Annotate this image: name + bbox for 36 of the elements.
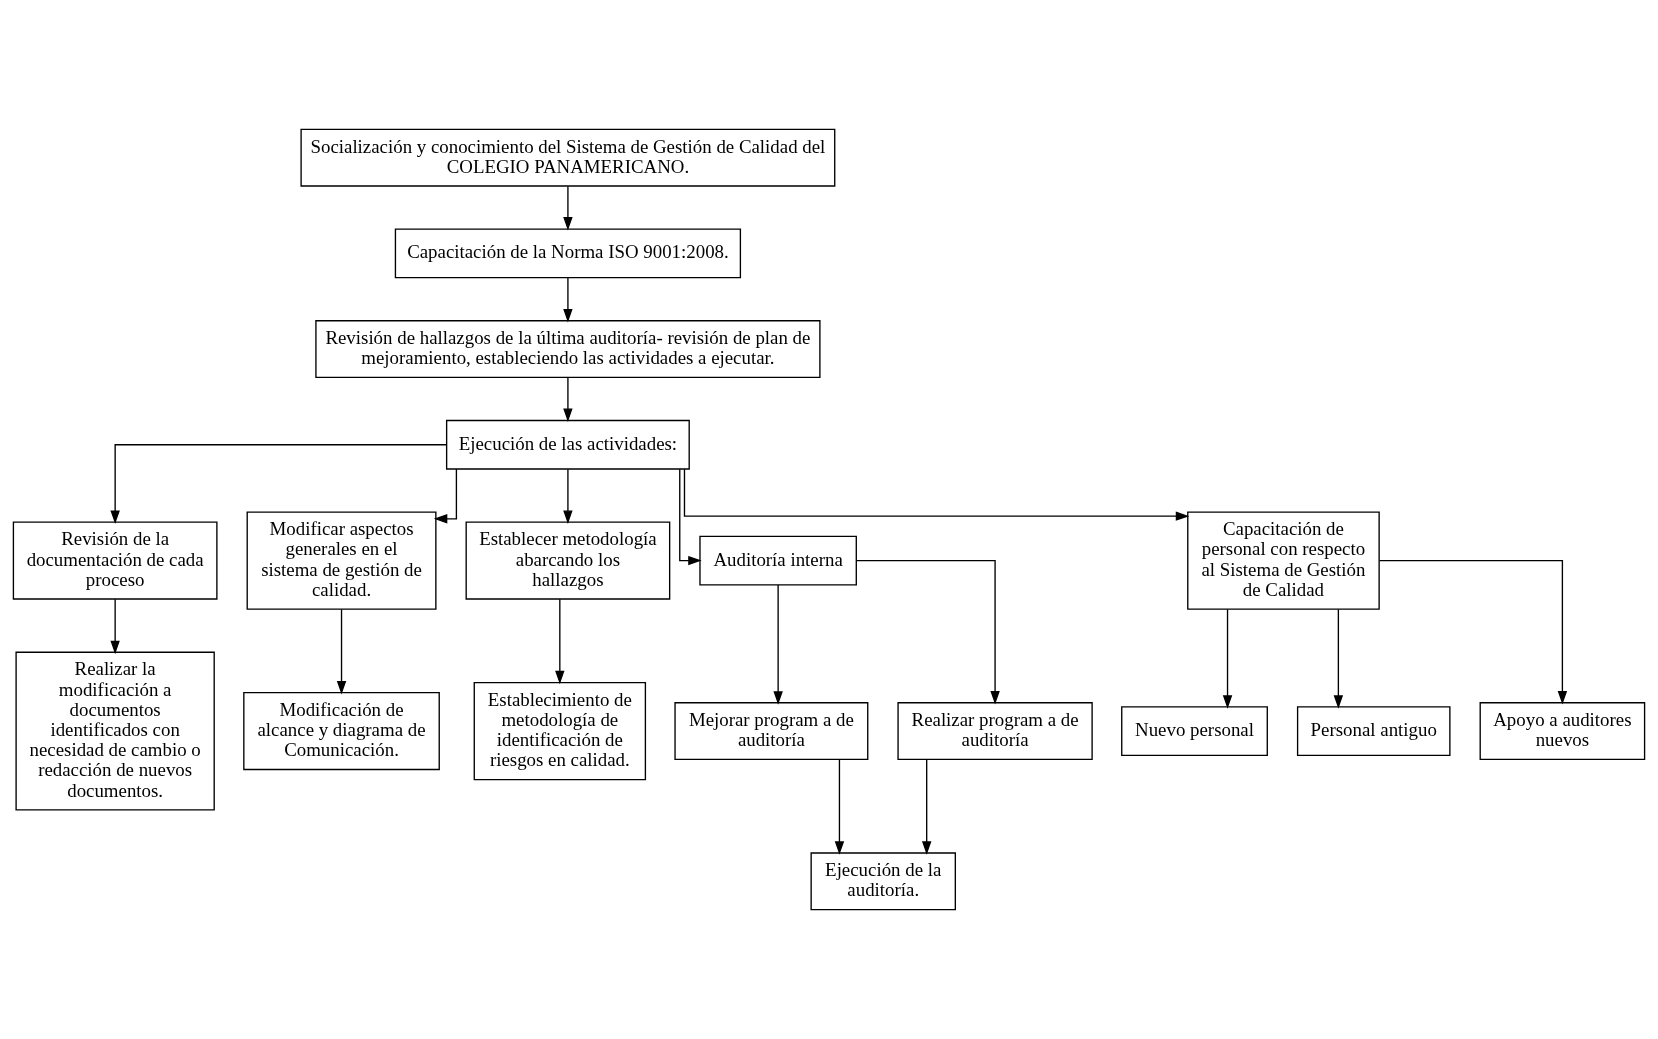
arrow — [110, 444, 448, 525]
node-box: Establecimiento de metodología de identificación de riesgos en calidad. — [473, 681, 647, 781]
node-box: Realizar program a de auditoría — [897, 702, 1093, 761]
node-box: Ejecución de la auditoría. — [810, 852, 956, 911]
node-box: Apoyo a auditores nuevos — [1479, 702, 1646, 761]
arrow — [563, 277, 573, 323]
arrow — [563, 185, 573, 231]
arrow — [563, 468, 573, 524]
arrow — [336, 608, 347, 695]
node-box: Ejecución de las actividades: — [445, 419, 690, 470]
node-box: Establecer metodología abarcando los hallazgos — [465, 521, 671, 600]
arrow — [679, 468, 702, 566]
arrow — [433, 468, 458, 524]
node-box: Socialización y conocimiento del Sistema de Gestión de Calidad del COLEGIO PANAMERICANO. — [300, 128, 836, 187]
node-box: Mejorar program a de auditoría — [674, 702, 869, 761]
node-box: Personal antiguo — [1296, 706, 1451, 756]
node-box: Realizar la modificación a documentos identificados con necesidad de cambio o redacción de nuevos documentos. — [15, 651, 215, 811]
node-box: Modificar aspectos generales en el sistema de gestión de calidad. — [246, 511, 437, 610]
node-box: Capacitación de personal con respecto al Sistema de Gestión de Calidad — [1187, 511, 1380, 610]
node-box: Capacitación de la Norma ISO 9001:2008. — [394, 228, 742, 279]
arrow — [563, 377, 573, 422]
node-box: Revisión de hallazgos de la última auditoría- revisión de plan de mejoramiento, estableciendo las actividades a ejecutar. — [315, 320, 821, 378]
arrow — [1378, 559, 1568, 705]
arrow — [834, 759, 845, 855]
node-box: Nuevo personal — [1121, 706, 1268, 756]
node-box: Auditoría interna — [699, 535, 857, 586]
arrow — [110, 598, 120, 655]
arrow — [773, 584, 783, 705]
arrow — [1333, 608, 1344, 709]
arrow — [1222, 608, 1233, 709]
arrow — [921, 759, 932, 855]
arrow — [855, 559, 1000, 705]
arrow — [555, 598, 565, 685]
node-box: Modificación de alcance y diagrama de Comunicación. — [243, 692, 440, 771]
node-box: Revisión de la documentación de cada proceso — [12, 521, 218, 600]
arrow — [683, 468, 1190, 521]
